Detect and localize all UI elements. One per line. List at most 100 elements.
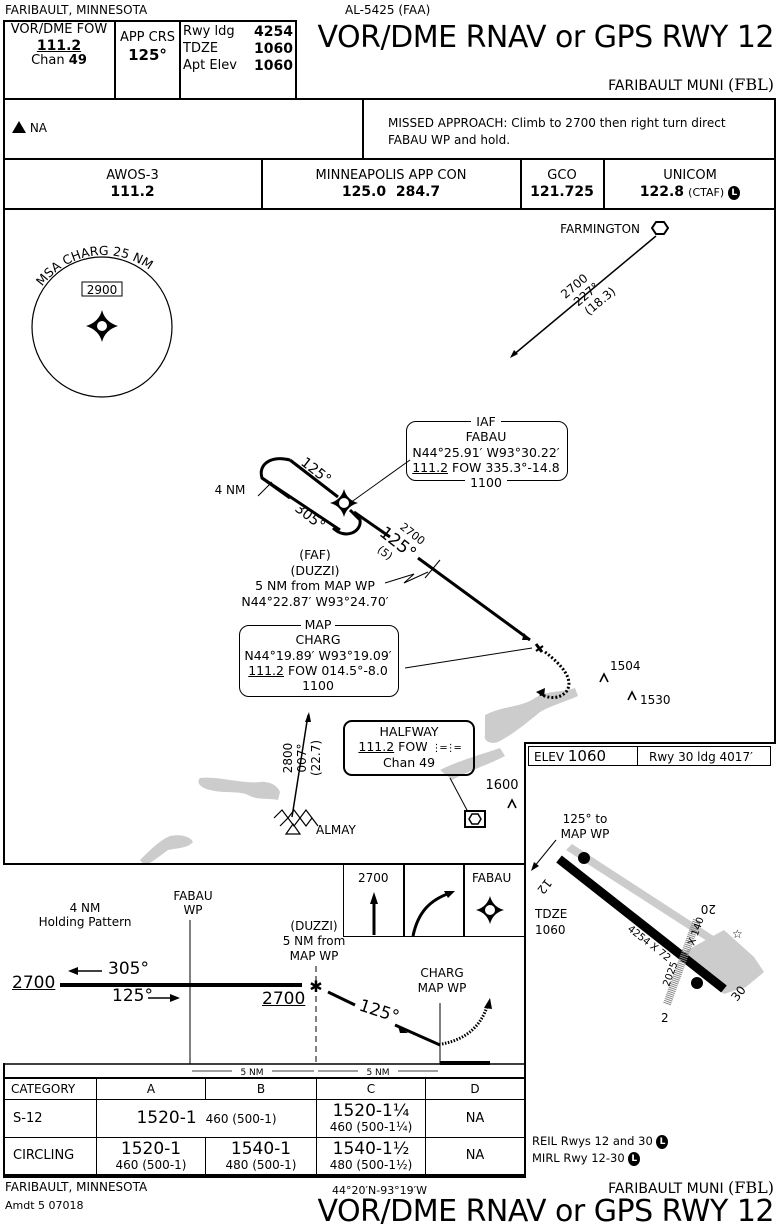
header-category: CATEGORY	[3, 1077, 97, 1100]
divider	[114, 20, 116, 100]
map-freq: 111.2	[248, 662, 284, 678]
elevation-box: Rwy ldg 4254 TDZE 1060 Apt Elev 1060	[183, 24, 293, 74]
fix-name: FABAU	[173, 889, 213, 903]
app-crs-box: APP CRS 125°	[116, 30, 179, 64]
svg-text:007°: 007°	[295, 744, 309, 773]
msa-circle	[31, 256, 173, 398]
faf-label: (FAF) (DUZZI) 5 NM from MAP WP N44°22.87…	[230, 547, 400, 610]
comm-name: AWOS-3	[106, 168, 159, 183]
map-callout: MAP CHARG N44°19.89′ W93°19.09′ 111.2 FO…	[239, 617, 397, 693]
callout-line	[449, 777, 469, 813]
almay-intersection-icon	[273, 809, 313, 819]
apron	[684, 930, 764, 994]
obstacle-elevation: 1600	[485, 778, 518, 793]
footer-coordinates: 44°20′N-93°19′W	[332, 1184, 428, 1197]
rwy-ldg-label: Rwy ldg	[183, 24, 235, 39]
iaf-callout: IAF FABAU N44°25.91′ W93°30.22′ 111.2 FO…	[406, 414, 566, 490]
map-alt: 1100	[298, 678, 338, 693]
apt-elev-value: 1060	[254, 57, 293, 74]
elev-box: ELEV 1060	[528, 746, 638, 766]
header-cat-b: B	[205, 1077, 317, 1100]
tdze-label: TDZE	[183, 40, 219, 56]
lighting-notes: REIL Rwys 12 and 30 L MIRL Rwy 12-30 L	[532, 1133, 669, 1168]
fix-type: MAP WP	[417, 981, 467, 995]
arrow-head-icon	[522, 633, 530, 640]
minimum-sub: 480 (500-1)	[225, 1157, 297, 1172]
tdze-value: 1060	[254, 40, 293, 57]
course-note: 125° to MAP WP	[545, 812, 625, 842]
comm-name: MINNEAPOLIS APP CON	[315, 168, 467, 183]
footer-location: FARIBAULT, MINNESOTA	[5, 1180, 148, 1194]
fix-name: (DUZZI)	[290, 919, 338, 933]
map-ref: FOW 014.5°-8.0	[287, 662, 388, 678]
arrow-head-icon	[536, 688, 545, 697]
fix-distance: 5 NM from	[282, 934, 346, 948]
minimum-sub: 480 (500-1½)	[329, 1157, 413, 1172]
taxiway	[566, 844, 729, 952]
divider	[403, 864, 405, 937]
hold-distance: 4 NM	[215, 483, 246, 497]
water-feature	[484, 688, 578, 743]
runway-12-30	[556, 855, 727, 993]
comm-freq: 125.0 284.7	[341, 184, 441, 201]
feeder-route	[511, 235, 657, 357]
missed-approach-path	[539, 650, 571, 699]
footer-title: VOR/DME RNAV or GPS RWY 12	[317, 1194, 775, 1229]
location-header: FARIBAULT, MINNESOTA	[5, 3, 148, 17]
lighting-note: REIL Rwys 12 and 30	[532, 1134, 653, 1148]
msa-altitude: 2900	[87, 283, 118, 297]
charg-label: CHARG MAP WP	[400, 966, 484, 996]
vordme-symbol-icon	[464, 810, 486, 828]
course-note-1: 125° to	[562, 812, 608, 826]
chan-label: Chan	[31, 53, 65, 69]
minimum-sub: 460 (500-1)	[205, 1112, 277, 1126]
fabau-label: FABAU WP	[165, 889, 221, 918]
minimums-header-row: CATEGORY A B C D	[3, 1077, 526, 1100]
runway-number: 20	[701, 902, 716, 916]
ndb-triangle-icon	[284, 822, 302, 835]
lighting-badge-icon: L	[656, 1134, 669, 1149]
almay-labels: 2800 007° (22.7)	[281, 740, 323, 776]
map-name: CHARG	[295, 632, 341, 648]
header-cat-a: A	[96, 1077, 206, 1100]
apt-elev-label: Apt Elev	[183, 57, 237, 73]
profile-inbound-course: 125°	[112, 986, 153, 1006]
cat-ab-minimum: 1520-1 460 (500-1)	[96, 1098, 317, 1138]
navaid-label: VOR/DME FOW	[10, 22, 108, 37]
header-cat-d: D	[425, 1077, 526, 1100]
iaf-freq: 111.2	[412, 459, 449, 475]
final-course-label: 125°	[356, 996, 401, 1028]
lighting-note: MIRL Rwy 12-30	[532, 1151, 625, 1166]
msa-alt-box	[81, 281, 123, 297]
minimum-main: 1520-1	[136, 1108, 197, 1128]
distance-label: 5 NM	[240, 1068, 263, 1078]
hold-pattern-label: Holding Pattern	[38, 915, 132, 930]
rwy-ldg-value: 4254	[254, 24, 293, 40]
faf-coords: N44°22.87′ W93°24.70′	[241, 593, 389, 609]
footer-airport-id: (FBL)	[728, 1178, 774, 1197]
water-feature	[440, 748, 505, 780]
tdze-note: TDZE 1060	[535, 907, 567, 938]
holding-pattern	[259, 457, 341, 532]
app-crs-label: APP CRS	[119, 30, 176, 45]
vortac-symbol-icon	[86, 310, 118, 342]
chart-id: AL-5425 (FAA)	[345, 3, 431, 17]
fix-reference: MAP WP	[289, 949, 339, 963]
iaf-name: FABAU	[465, 429, 507, 445]
course-note-2: MAP WP	[560, 827, 610, 841]
cat-d-minimum: NA	[425, 1136, 526, 1176]
cat-d-minimum: NA	[425, 1098, 526, 1138]
iaf-alt: 1100	[465, 475, 507, 490]
halfway-chan: Chan 49	[382, 755, 436, 771]
comm-freq: 122.8	[639, 184, 685, 201]
divider	[520, 158, 522, 210]
iaf-coords: N44°25.91′ W93°30.22′	[412, 444, 560, 460]
faf-tick	[424, 559, 441, 579]
duzzi-label: (DUZZI) 5 NM from MAP WP	[272, 919, 356, 964]
faf-line: (FAF)	[299, 547, 331, 562]
airport-id: (FBL)	[728, 75, 774, 94]
